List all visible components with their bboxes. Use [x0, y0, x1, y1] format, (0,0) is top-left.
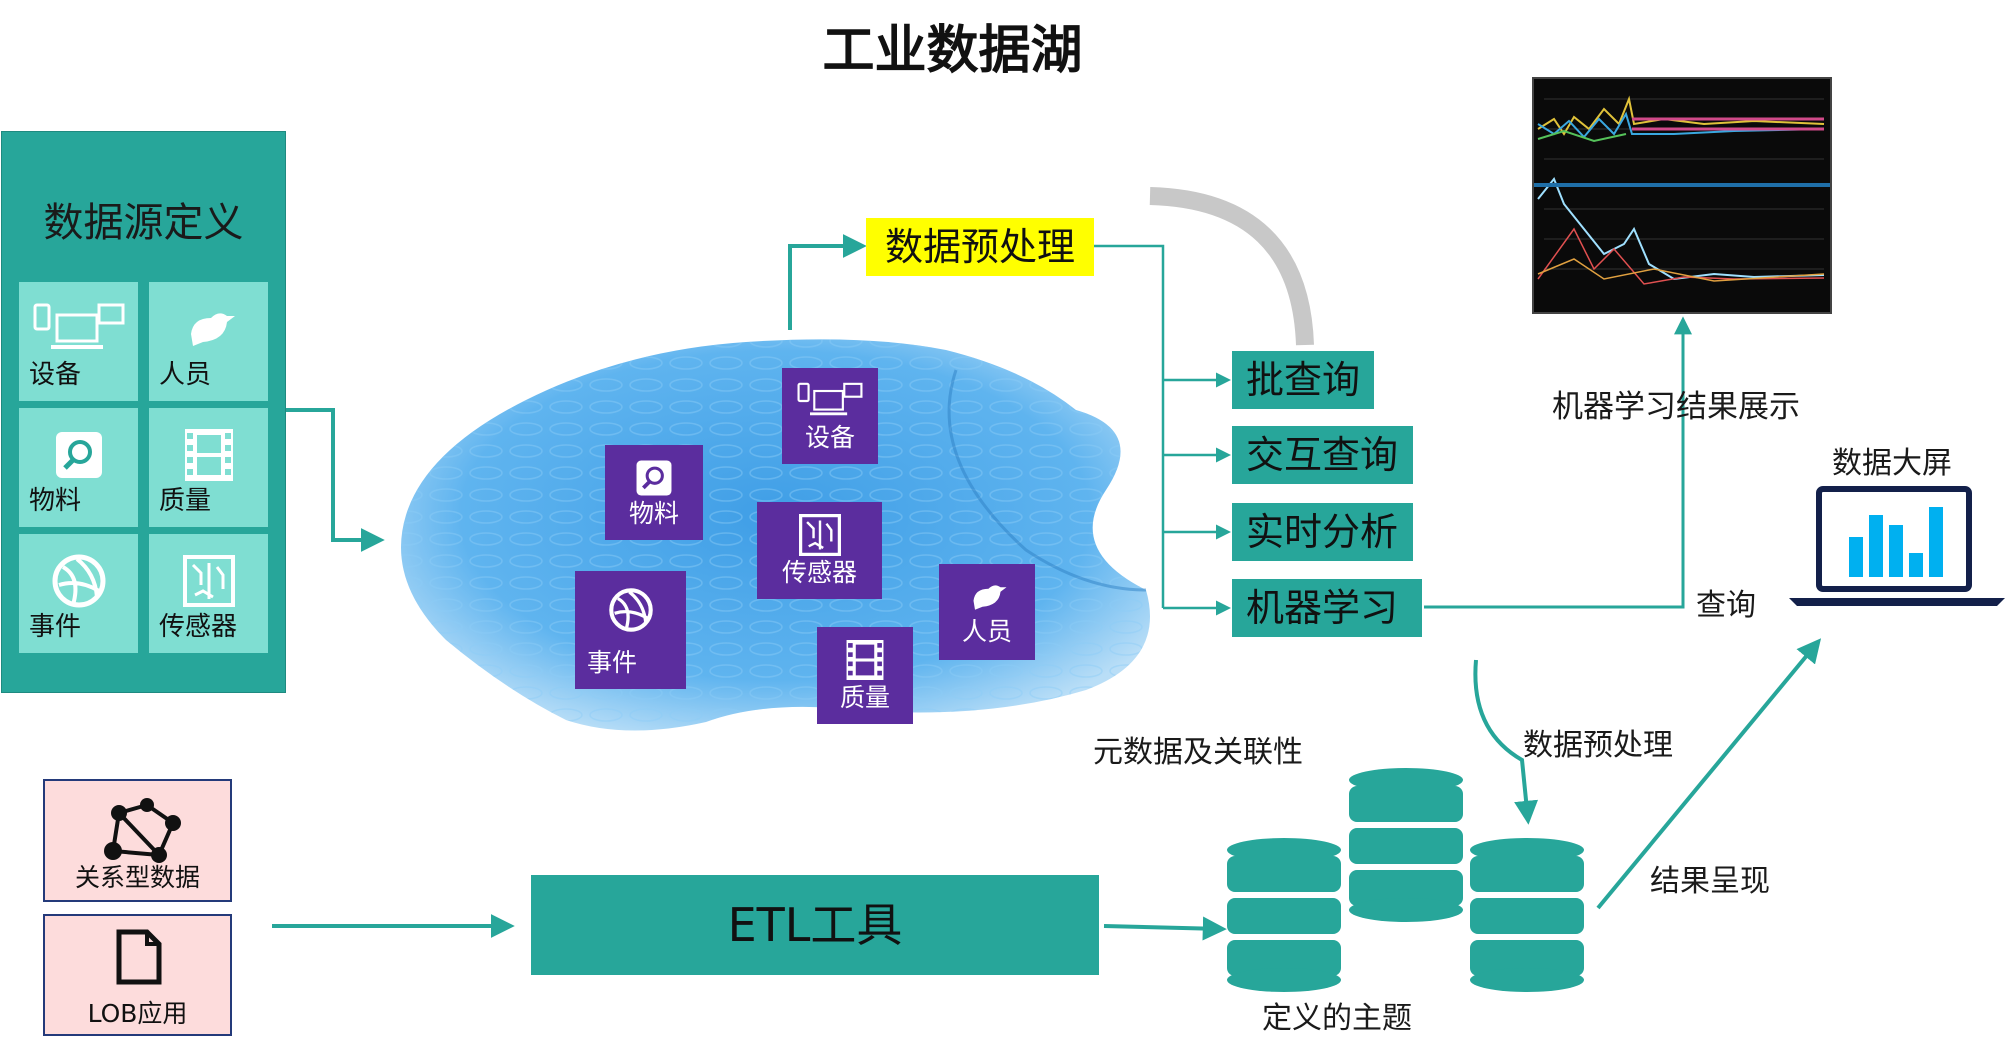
bird-icon [939, 572, 1035, 622]
lake-tile-event[interactable]: 事件 [575, 571, 686, 689]
query-label: 查询 [1696, 588, 1756, 623]
circuit-icon [757, 510, 882, 560]
lake-tile-personnel[interactable]: 人员 [939, 564, 1035, 660]
preprocess-bracket [1094, 244, 1165, 608]
big-screen-label: 数据大屏 [1832, 446, 1952, 481]
result-label: 结果呈现 [1650, 864, 1770, 899]
source-tile-personnel[interactable]: 人员 [149, 282, 268, 401]
tile-label: 设备 [29, 360, 82, 390]
ml-result-chart-image [1532, 77, 1832, 314]
result-arrow [1596, 638, 1822, 910]
preprocess-box: 数据预处理 [866, 218, 1094, 276]
source-tile-material[interactable]: 物料 [19, 408, 138, 527]
devices-icon [782, 376, 878, 426]
source-tile-device[interactable]: 设备 [19, 282, 138, 401]
big-screen-laptop-icon [1789, 486, 2005, 606]
source-tile-event[interactable]: 事件 [19, 534, 138, 653]
devices-icon [19, 296, 138, 362]
ml-display-label: 机器学习结果展示 [1552, 389, 1800, 425]
tile-label: 质量 [159, 486, 212, 516]
tile-label: 物料 [29, 486, 82, 516]
data-source-panel: 数据源定义 设备 人员 物料 质量 事件 传感器 [1, 131, 286, 693]
batch-query-box: 批查询 [1232, 351, 1374, 409]
interactive-query-box: 交互查询 [1232, 426, 1413, 484]
search-icon [19, 422, 138, 488]
film-icon [149, 422, 268, 488]
tile-label: 质量 [839, 683, 890, 712]
lake-tile-material[interactable]: 物料 [605, 445, 703, 540]
film-icon [817, 635, 913, 685]
topics-label: 定义的主题 [1262, 1001, 1412, 1036]
data-source-title: 数据源定义 [43, 200, 244, 246]
globe-icon [575, 585, 686, 635]
lob-app-label: LOB应用 [87, 999, 188, 1028]
source-tile-sensor[interactable]: 传感器 [149, 534, 268, 653]
topic-databases [1227, 768, 1584, 992]
circuit-icon [149, 548, 268, 614]
source-tile-quality[interactable]: 质量 [149, 408, 268, 527]
tile-label: 事件 [587, 648, 638, 677]
etl-to-db-arrow [1103, 916, 1227, 941]
tile-label: 物料 [628, 499, 679, 528]
document-icon [116, 929, 162, 985]
tile-label: 人员 [159, 360, 212, 390]
tile-label: 传感器 [781, 558, 857, 587]
tile-label: 事件 [29, 612, 82, 642]
page-title: 工业数据湖 [822, 21, 1083, 81]
preprocess2-arrow [1473, 659, 1539, 825]
bird-icon [149, 296, 268, 362]
gray-arc [1149, 187, 1314, 346]
preprocess-label: 数据预处理 [1523, 728, 1673, 763]
lake-tile-quality[interactable]: 质量 [817, 627, 913, 724]
relational-data-label: 关系型数据 [74, 863, 200, 892]
database-icon-left [1227, 838, 1341, 992]
etl-tool-box: ETL工具 [531, 875, 1099, 975]
metadata-label: 元数据及关联性 [1093, 735, 1303, 770]
database-icon-middle [1349, 768, 1463, 922]
machine-learning-box: 机器学习 [1232, 579, 1422, 637]
tile-label: 设备 [804, 423, 855, 452]
network-graph-icon [104, 798, 181, 863]
tile-label: 传感器 [159, 612, 238, 642]
lob-app-box[interactable]: LOB应用 [43, 914, 232, 1036]
tile-label: 人员 [961, 617, 1012, 646]
realtime-analysis-box: 实时分析 [1232, 503, 1413, 561]
sources-to-lake-arrow [284, 408, 385, 552]
search-icon [605, 453, 703, 503]
relational-data-box[interactable]: 关系型数据 [43, 779, 232, 902]
lake-tile-device[interactable]: 设备 [782, 368, 878, 464]
ml-to-display-arrow [1424, 316, 1692, 609]
database-icon-right [1470, 838, 1584, 992]
lake-to-preprocess-arrow [788, 234, 867, 330]
globe-icon [19, 548, 138, 614]
lake-tile-sensor[interactable]: 传感器 [757, 502, 882, 599]
